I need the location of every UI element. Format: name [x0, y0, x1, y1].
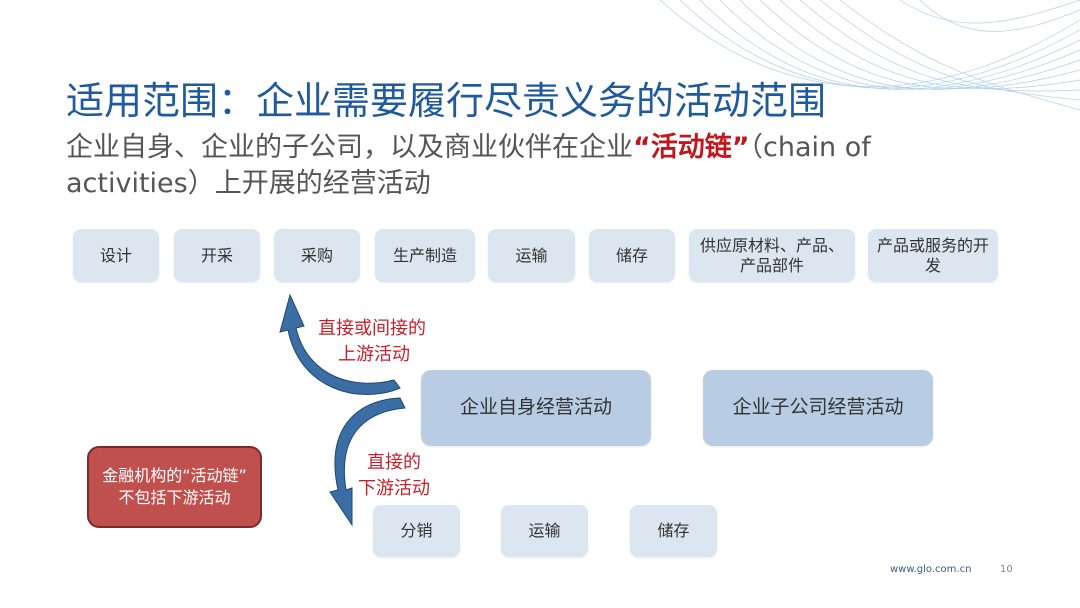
note-line2: 不包括下游活动	[118, 488, 231, 507]
subtitle-highlight: “活动链”	[633, 132, 750, 163]
upstream-box: 储存	[589, 229, 675, 282]
core-box-subsidiary: 企业子公司经营活动	[703, 370, 933, 446]
upstream-box: 采购	[274, 229, 360, 282]
downstream-label-line2: 下游活动	[358, 478, 430, 499]
page-number: 10	[1000, 564, 1013, 575]
footer-url: www.glo.com.cn	[890, 564, 972, 575]
upstream-box: 供应原材料、产品、产品部件	[689, 229, 855, 282]
upstream-arrow-icon	[279, 293, 401, 395]
downstream-arrow-icon	[329, 397, 406, 527]
downstream-label: 直接的 下游活动	[358, 450, 430, 502]
upstream-box: 生产制造	[375, 229, 475, 282]
upstream-box: 设计	[73, 229, 159, 282]
upstream-box: 运输	[488, 229, 575, 282]
arrows	[279, 293, 406, 527]
upstream-label-line2: 上游活动	[338, 344, 410, 365]
core-box-self: 企业自身经营活动	[421, 370, 651, 446]
upstream-label: 直接或间接的 上游活动	[318, 316, 426, 368]
upstream-box: 开采	[174, 229, 260, 282]
downstream-label-line1: 直接的	[367, 452, 421, 473]
note-line1: 金融机构的“活动链”	[102, 466, 247, 485]
downstream-box: 运输	[501, 505, 588, 557]
wave-decoration	[659, 0, 1080, 111]
page-title: 适用范围：企业需要履行尽责义务的活动范围	[66, 79, 827, 123]
downstream-box: 储存	[630, 505, 717, 557]
upstream-box: 产品或服务的开发	[868, 229, 998, 282]
subtitle: 企业自身、企业的子公司，以及商业伙伴在企业“活动链”（chain of acti…	[66, 130, 966, 202]
financial-note-box: 金融机构的“活动链” 不包括下游活动	[87, 446, 262, 528]
upstream-label-line1: 直接或间接的	[318, 318, 426, 339]
subtitle-pre: 企业自身、企业的子公司，以及商业伙伴在企业	[66, 132, 633, 163]
subtitle-post: （chain of activities）上开展的经营活动	[66, 132, 871, 199]
downstream-box: 分销	[373, 505, 460, 557]
